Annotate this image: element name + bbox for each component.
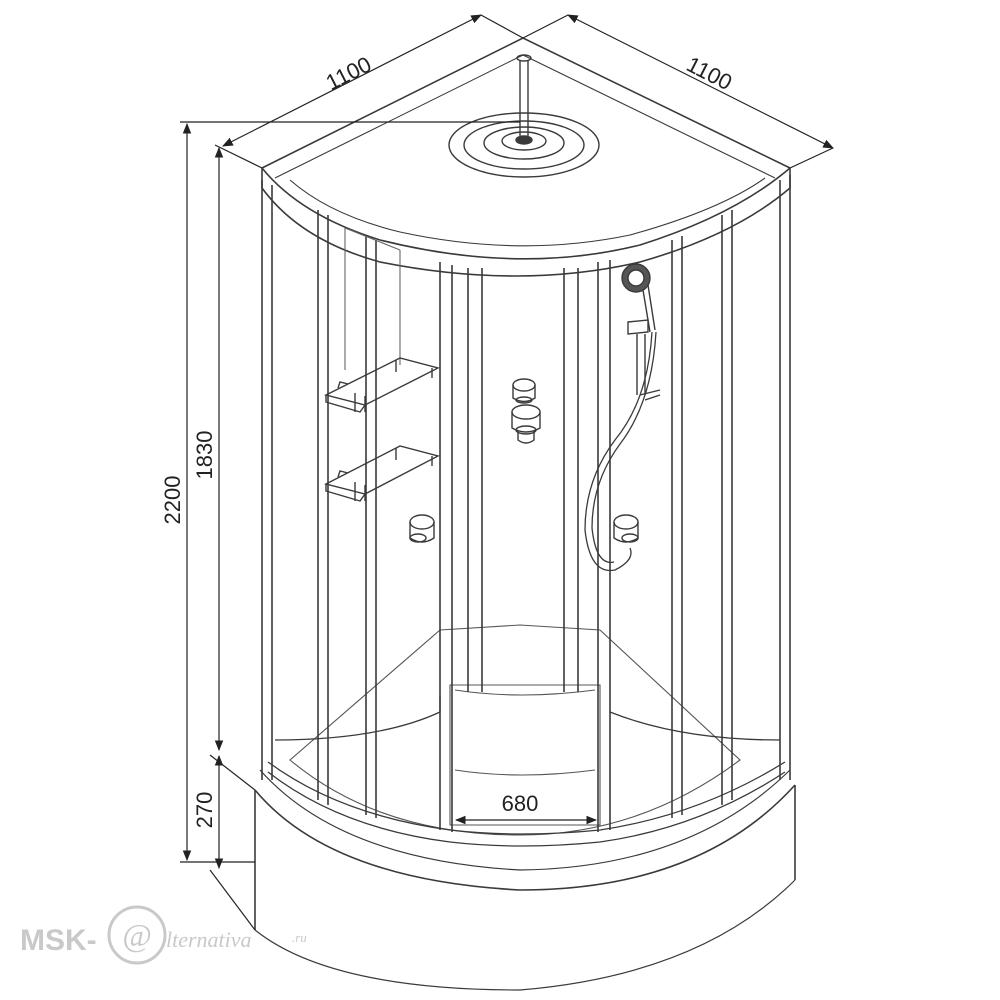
- watermark-suffix: lternativa: [166, 927, 252, 952]
- dim-height-total: 2200: [160, 476, 185, 525]
- dim-height-tray: 270: [192, 792, 217, 829]
- dim-width-right: 1100: [683, 51, 737, 95]
- shelf-upper: [324, 357, 440, 413]
- dim-door-opening: 680: [502, 791, 539, 816]
- watermark-prefix: MSK-: [20, 924, 97, 957]
- watermark-domain: .ru: [292, 930, 307, 945]
- shower-tray: [254, 769, 796, 991]
- shelf-lower: [324, 445, 440, 502]
- bottom-rails: [267, 695, 786, 847]
- control-knob-left: [409, 514, 435, 543]
- frame-posts: [261, 175, 791, 832]
- shower-hose: [584, 331, 657, 572]
- dim-height-cabin: 1830: [192, 431, 217, 480]
- watermark-logo: MSK- @ lternativa .ru: [20, 905, 307, 965]
- dimension-lines: [180, 14, 834, 931]
- massage-jet-middle: [511, 404, 541, 444]
- hand-shower: [621, 263, 661, 401]
- back-panel: [344, 227, 401, 370]
- dim-width-left: 1100: [322, 51, 376, 95]
- watermark-at-circle: [107, 905, 167, 965]
- massage-jet-upper: [512, 378, 536, 404]
- watermark-at-glyph: @: [122, 917, 151, 953]
- control-knob-right: [613, 514, 639, 543]
- rain-shower-head: [448, 54, 600, 178]
